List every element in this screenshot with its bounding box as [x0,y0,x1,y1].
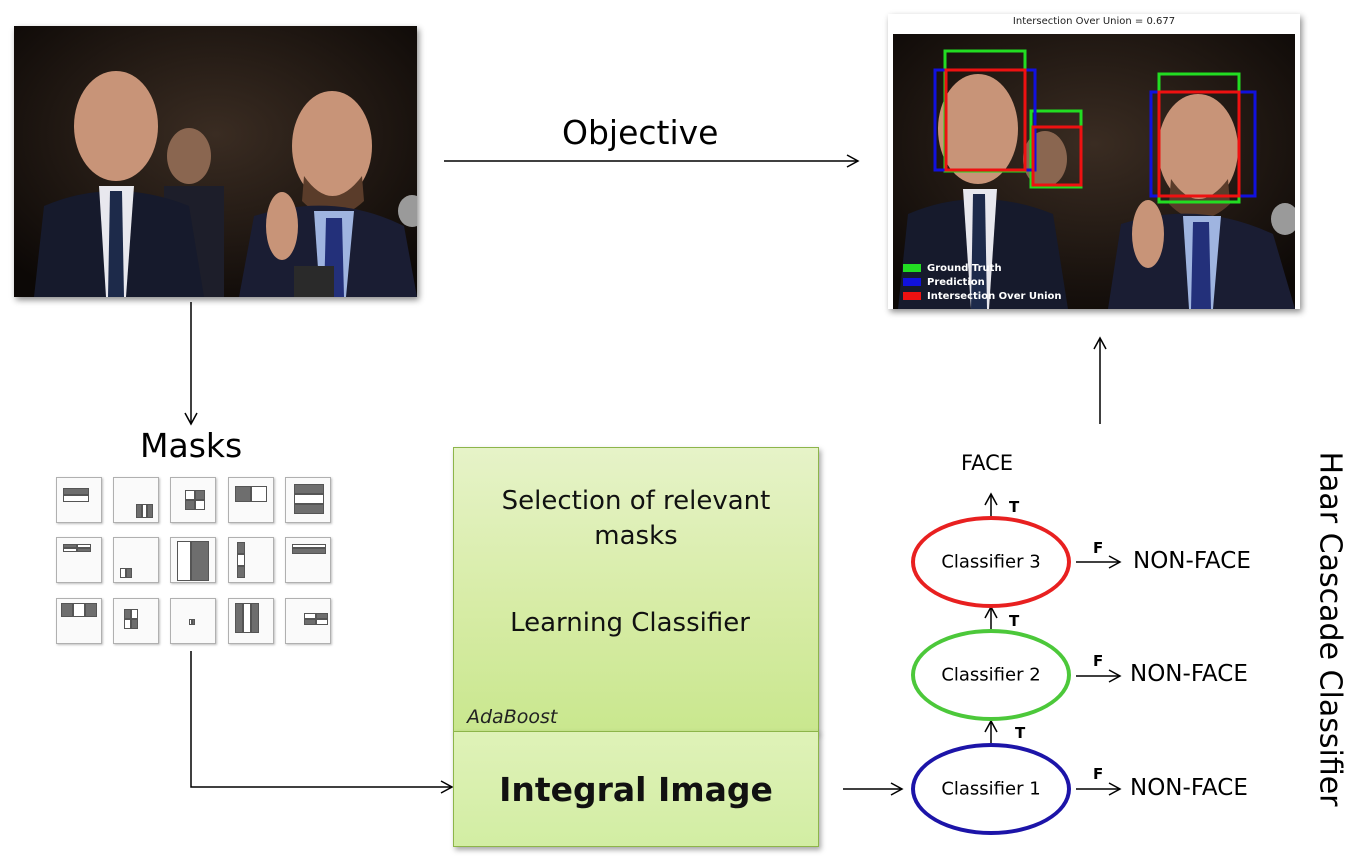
classifier-2-label: Classifier 2 [941,664,1041,686]
adaboost-label: AdaBoost [467,706,558,728]
mask-tile [170,477,216,523]
mask-tile [285,477,331,523]
integral-image-box: Integral Image [453,731,819,847]
legend-prediction: Prediction [903,277,985,289]
learning-label: Learning Classifier [510,608,750,638]
result-photo-frame: Ground Truth Prediction Intersection Ove… [893,34,1295,309]
mask-tile [228,477,274,523]
legend-iou: Intersection Over Union [903,291,1062,303]
mask-tile [113,537,159,583]
mask-tile [170,598,216,644]
non-face-label-2: NON-FACE [1130,661,1248,687]
mask-tile [285,537,331,583]
false-label-3: F [1093,539,1104,557]
adaboost-box: Selection of relevant masks Learning Cla… [453,447,819,733]
true-label-2: T [1009,612,1020,630]
mask-tile [228,537,274,583]
classifier-1: Classifier 1 [911,743,1071,835]
legend-label: Prediction [927,277,985,288]
classifier-2: Classifier 2 [911,629,1071,721]
objective-label: Objective [562,113,719,152]
classifier-3-label: Classifier 3 [941,551,1041,573]
mask-tile [56,477,102,523]
result-photo-illustration [893,34,1295,309]
haar-cascade-title: Haar Cascade Classifier [1312,451,1348,807]
classifier-3: Classifier 3 [911,516,1071,608]
classifier-1-label: Classifier 1 [941,778,1041,800]
input-photo [14,26,417,297]
false-label-1: F [1093,765,1104,783]
selection-label: Selection of relevant masks [501,486,771,551]
mask-tile [228,598,274,644]
legend-label: Intersection Over Union [927,291,1062,302]
mask-tile [113,598,159,644]
mask-tile [113,477,159,523]
non-face-label-3: NON-FACE [1133,548,1251,574]
false-label-2: F [1093,652,1104,670]
result-photo: Intersection Over Union = 0.677 [888,14,1300,309]
masks-to-integral-arrow [190,651,454,794]
legend-ground-truth: Ground Truth [903,263,1002,275]
legend-label: Ground Truth [927,263,1002,274]
true-label-1: T [1015,724,1026,742]
legend-swatch [903,292,921,300]
non-face-label-1: NON-FACE [1130,775,1248,801]
integral-image-label: Integral Image [499,770,773,809]
true-label-3: T [1009,498,1020,516]
result-photo-title: Intersection Over Union = 0.677 [1012,16,1176,27]
mask-tile [56,598,102,644]
legend-swatch [903,278,921,286]
mask-tile [170,537,216,583]
mask-tile [56,537,102,583]
input-photo-illustration [14,26,417,297]
mask-tile [285,598,331,644]
masks-label: Masks [140,426,243,465]
legend-swatch [903,264,921,272]
face-label: FACE [961,451,1014,475]
